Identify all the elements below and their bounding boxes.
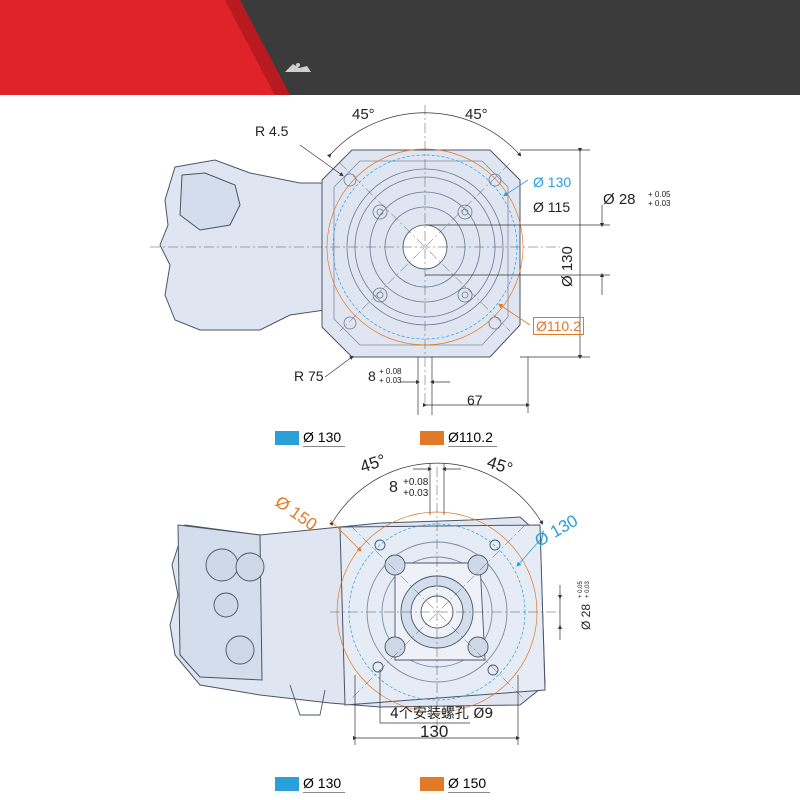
blue-swatch (275, 431, 299, 445)
top-orange-leader (498, 303, 531, 326)
top-legend-blue-label: Ø 130 (303, 429, 346, 447)
bottom-angle-arc (329, 462, 544, 526)
top-offset-67-label: 67 (467, 392, 483, 408)
orange-swatch (420, 777, 444, 791)
top-angle-arc (327, 112, 522, 158)
top-key-tolerance: + 0.08 + 0.03 (379, 367, 401, 385)
top-dia-110-label: Ø110.2 (533, 317, 584, 335)
bottom-shaft-tol-low: + 0.03 (585, 581, 591, 598)
bottom-key-tolerance: +0.08 +0.03 (403, 477, 428, 499)
header-banner (0, 0, 800, 95)
top-height-130-label: Ø 130 (559, 246, 576, 287)
top-dia-115-label: Ø 115 (533, 199, 571, 215)
top-shaft-dia-label: Ø 28 (603, 191, 636, 208)
top-legend-item-orange: Ø110.2 (420, 429, 497, 447)
bottom-legend-item-blue: Ø 130 (275, 775, 346, 793)
bottom-key-tol-low: +0.03 (403, 488, 429, 499)
top-angle-left-label: 45° (352, 106, 375, 123)
top-shaft-tol-up: + 0.05 (648, 190, 671, 199)
top-r-large-label: R 75 (294, 368, 324, 384)
banner-logo-icon (285, 63, 311, 72)
top-key-width-label: 8 (368, 368, 376, 384)
bottom-legend-blue-label: Ø 130 (303, 775, 346, 793)
top-shaft-tol-low: + 0.03 (648, 199, 671, 208)
top-shaft-tolerance: + 0.05 + 0.03 (648, 190, 670, 208)
bottom-blue-leader (516, 539, 541, 567)
bottom-key-tol-up: +0.08 (403, 477, 429, 488)
bottom-legend-orange-label: Ø 150 (448, 775, 491, 793)
top-angle-right-label: 45° (465, 106, 488, 123)
bottom-key-width-label: 8 (389, 479, 398, 496)
bottom-shaft-tolerance: + 0.05 + 0.03 (578, 581, 592, 598)
drawing-svg (150, 105, 610, 745)
bottom-shaft-dia-label: Ø 28 (579, 603, 593, 630)
bottom-centerlines (330, 467, 560, 735)
top-legend-item-blue: Ø 130 (275, 429, 346, 447)
technical-drawing: 45° 45° R 4.5 Ø 130 Ø 115 Ø110.2 Ø 28 + … (0, 95, 800, 800)
blue-swatch (275, 777, 299, 791)
top-dimension-lines (299, 144, 610, 415)
bottom-width-130-label: 130 (420, 722, 449, 741)
bottom-legend-item-orange: Ø 150 (420, 775, 491, 793)
top-key-tol-up: + 0.08 (379, 367, 402, 376)
top-blue-leader (502, 179, 529, 197)
orange-swatch (420, 431, 444, 445)
top-r-small-label: R 4.5 (255, 123, 289, 139)
top-key-tol-low: + 0.03 (379, 376, 402, 385)
bottom-dimension-lines (352, 463, 563, 745)
banner-graphic (0, 0, 800, 95)
top-legend-orange-label: Ø110.2 (448, 429, 497, 447)
bottom-orange-leader (329, 519, 362, 552)
bottom-shaft-tol-up: + 0.05 (578, 581, 584, 598)
bottom-mount-holes-note: 4个安装螺孔 Ø9 (390, 706, 494, 722)
top-dia-130-label: Ø 130 (533, 174, 572, 190)
